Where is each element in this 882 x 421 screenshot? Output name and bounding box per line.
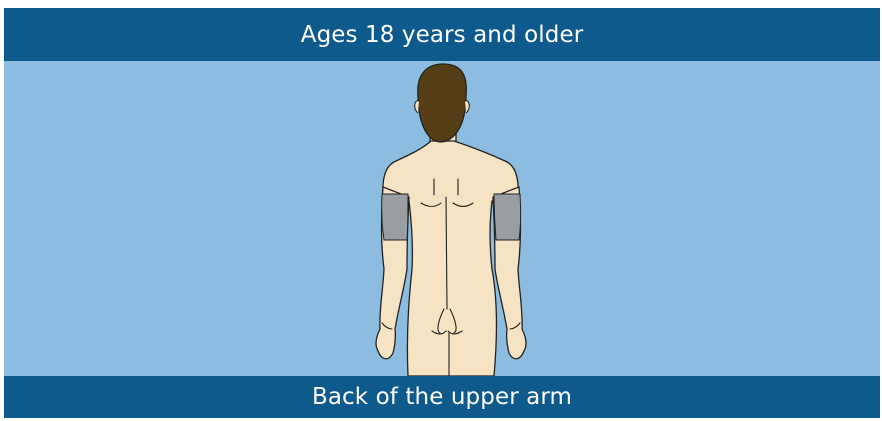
injection-site-right — [494, 194, 521, 240]
left-ear — [415, 101, 419, 113]
injection-site-left — [382, 194, 408, 240]
injection-site-caption-bar: Back of the upper arm — [4, 376, 880, 418]
age-group-header: Ages 18 years and older — [4, 8, 880, 61]
right-ear — [465, 101, 469, 113]
illustration-panel: Ages 18 years and older — [4, 8, 880, 418]
age-group-title: Ages 18 years and older — [301, 22, 584, 48]
head — [418, 64, 467, 142]
body-back-view-figure — [4, 61, 880, 376]
injection-site-caption: Back of the upper arm — [312, 384, 572, 410]
